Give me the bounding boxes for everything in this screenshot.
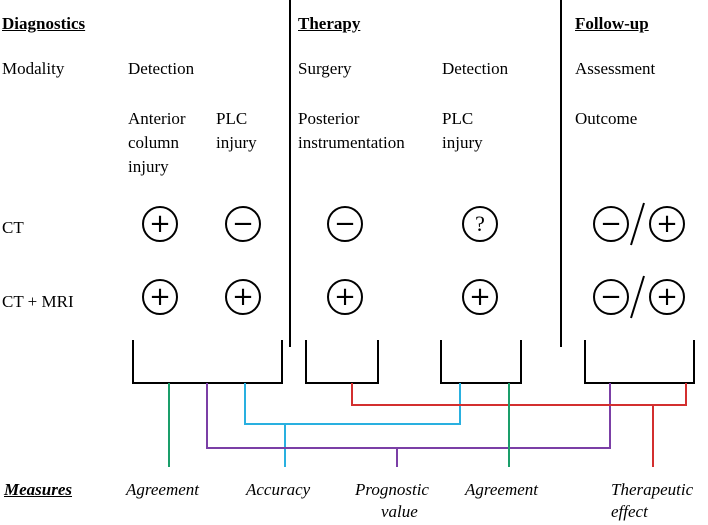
ct-plc-detection-symbol: − <box>225 206 261 242</box>
subcol-plc2-line2: injury <box>442 133 483 152</box>
measure-agreement-diagnostics: Agreement <box>126 480 200 499</box>
measure-agreement-therapy: Agreement <box>465 480 539 499</box>
measure-prognostic-line1: Prognostic <box>355 480 429 499</box>
subcol-posterior-line1: Posterior <box>298 109 360 128</box>
ctmri-plc-therapy-symbol: + <box>462 279 498 315</box>
slash-ctmri <box>630 275 645 319</box>
slash-ct <box>630 202 645 246</box>
line-prognostic <box>206 383 611 449</box>
col-assessment: Assessment <box>575 59 656 78</box>
ct-outcome-plus-symbol: + <box>649 206 685 242</box>
ct-plc-therapy-symbol: ? <box>462 206 498 242</box>
measure-therapeutic-line2: effect <box>611 502 648 521</box>
ctmri-outcome-plus-symbol: + <box>649 279 685 315</box>
bracket-surgery <box>305 340 379 384</box>
ct-anterior-symbol: + <box>142 206 178 242</box>
row-header-ct-mri: CT + MRI <box>2 292 74 311</box>
ct-posterior-symbol: − <box>327 206 363 242</box>
row-header-ct: CT <box>2 218 24 237</box>
subcol-anterior-line1: Anterior <box>128 109 186 128</box>
section-therapy: Therapy <box>298 14 361 33</box>
section-followup: Follow-up <box>575 14 649 33</box>
ct-outcome-minus-symbol: − <box>593 206 629 242</box>
subcol-posterior-line2: instrumentation <box>298 133 405 152</box>
line-therapeutic <box>351 383 687 406</box>
measure-therapeutic-line1: Therapeutic <box>611 480 694 499</box>
col-surgery: Surgery <box>298 59 352 78</box>
line-accuracy <box>244 383 461 425</box>
subcol-plc2-line1: PLC <box>442 109 474 128</box>
measure-accuracy: Accuracy <box>246 480 311 499</box>
subcol-anterior-line3: injury <box>128 157 169 176</box>
subcol-plc1-line2: injury <box>216 133 257 152</box>
ctmri-anterior-symbol: + <box>142 279 178 315</box>
col-detection-diagnostics: Detection <box>128 59 195 78</box>
subcol-anterior-line2: column <box>128 133 179 152</box>
section-diagnostics: Diagnostics <box>2 14 86 33</box>
measure-prognostic-line2: value <box>381 502 418 521</box>
ctmri-outcome-minus-symbol: − <box>593 279 629 315</box>
col-detection-therapy: Detection <box>442 59 509 78</box>
ctmri-plc-detection-symbol: + <box>225 279 261 315</box>
bracket-followup <box>584 340 695 384</box>
ctmri-posterior-symbol: + <box>327 279 363 315</box>
bracket-diagnostics <box>132 340 283 384</box>
subcol-outcome: Outcome <box>575 109 638 128</box>
row-header-modality: Modality <box>2 59 65 78</box>
subcol-plc1-line1: PLC <box>216 109 248 128</box>
bracket-plc-therapy <box>440 340 522 384</box>
measures-title: Measures <box>4 480 73 499</box>
